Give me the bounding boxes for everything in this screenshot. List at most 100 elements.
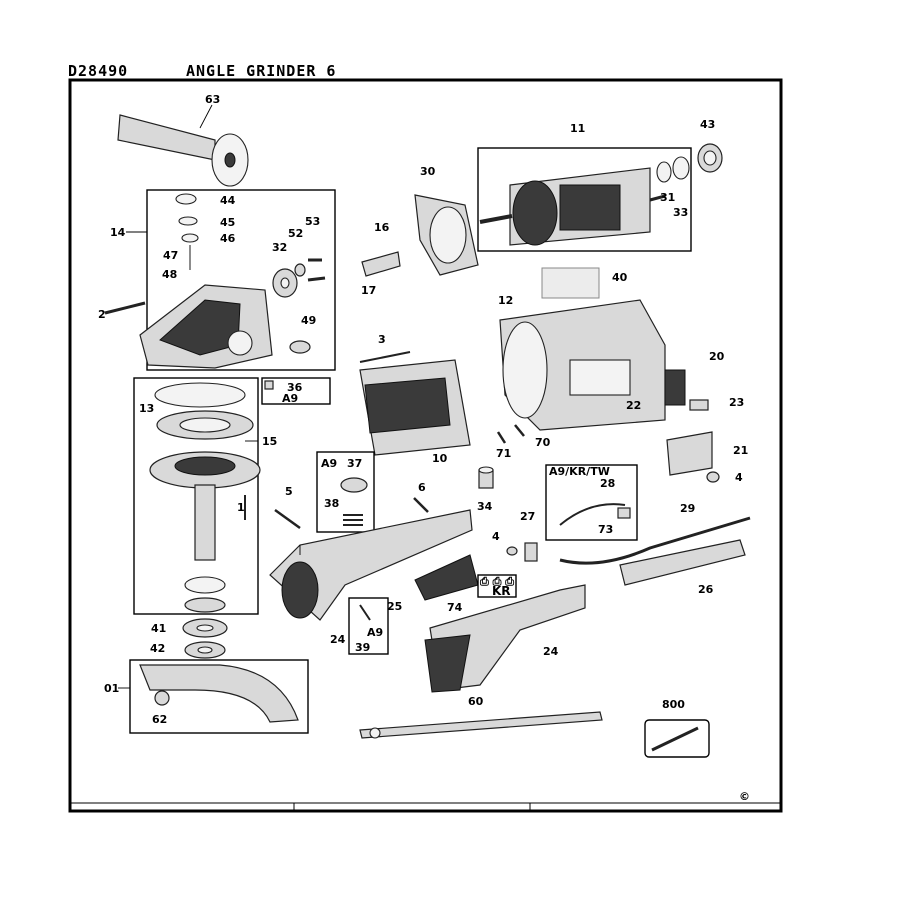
label-49: 49 bbox=[301, 314, 316, 327]
part-cord-protector-26 bbox=[619, 539, 746, 586]
label-2: 2 bbox=[98, 308, 106, 321]
part-fan-baffle bbox=[414, 194, 479, 276]
label-41: 41 bbox=[151, 622, 166, 635]
label-a9-kr-tw: A9/KR/TW bbox=[549, 465, 610, 478]
guard-box bbox=[129, 659, 309, 734]
label-36: 36 bbox=[287, 381, 303, 394]
gear-assembly-box bbox=[133, 377, 259, 615]
label-43: 43 bbox=[700, 118, 715, 131]
label-10: 10 bbox=[432, 452, 448, 465]
part-screw-6 bbox=[413, 497, 429, 513]
part-screw-4b bbox=[506, 546, 518, 556]
label-28: 28 bbox=[600, 477, 615, 490]
label-73: 73 bbox=[598, 523, 613, 536]
label-47: 47 bbox=[163, 249, 178, 262]
gear-case-box bbox=[146, 189, 336, 371]
part-cord-29 bbox=[559, 516, 751, 565]
part-5 bbox=[274, 508, 301, 530]
label-40: 40 bbox=[612, 271, 628, 284]
part-spanner-60 bbox=[359, 711, 603, 739]
label-25: 25 bbox=[387, 600, 402, 613]
part-cover-plate bbox=[666, 431, 713, 476]
option-box-37-38 bbox=[316, 451, 375, 533]
option-box-kr bbox=[477, 574, 517, 598]
label-42: 42 bbox=[150, 642, 165, 655]
part-71 bbox=[496, 431, 507, 444]
label-26: 26 bbox=[698, 583, 714, 596]
diagram-frame bbox=[68, 78, 783, 813]
option-box-cord bbox=[545, 464, 638, 541]
label-01: 01 bbox=[104, 682, 119, 695]
label-a9-39: A9 bbox=[367, 626, 383, 639]
label-60: 60 bbox=[468, 695, 484, 708]
part-gear-case bbox=[139, 193, 273, 369]
label-34: 34 bbox=[477, 500, 493, 513]
label-48: 48 bbox=[162, 268, 177, 281]
part-bushing-34 bbox=[478, 466, 494, 489]
label-45: 45 bbox=[220, 216, 235, 229]
label-6: 6 bbox=[418, 481, 426, 494]
label-62: 62 bbox=[152, 713, 167, 726]
label-11: 11 bbox=[570, 122, 585, 135]
label-4: 4 bbox=[735, 471, 743, 484]
part-stator bbox=[359, 351, 471, 456]
label-63: 63 bbox=[205, 93, 220, 106]
part-gear-assembly bbox=[149, 382, 261, 613]
label-kr: KR bbox=[492, 584, 511, 598]
part-70 bbox=[514, 424, 525, 437]
label-32: 32 bbox=[272, 241, 287, 254]
label-5: 5 bbox=[285, 485, 293, 498]
part-label-plate bbox=[541, 267, 600, 299]
label-53: 53 bbox=[305, 215, 320, 228]
part-16-17 bbox=[361, 251, 401, 277]
label-23: 23 bbox=[729, 396, 744, 409]
label-13: 13 bbox=[139, 402, 154, 415]
label-24a: 24 bbox=[330, 633, 346, 646]
part-washers-32-52-53 bbox=[272, 258, 326, 298]
part-motor-housing bbox=[499, 299, 666, 431]
label-30: 30 bbox=[420, 165, 436, 178]
part-switch bbox=[664, 369, 709, 411]
label-22: 22 bbox=[626, 399, 641, 412]
label-21: 21 bbox=[733, 444, 748, 457]
document-title: ANGLE GRINDER 6 bbox=[186, 62, 337, 80]
copyright-mark: © bbox=[739, 790, 750, 803]
label-14: 14 bbox=[110, 226, 126, 239]
option-box-39 bbox=[348, 597, 389, 655]
part-screw-2 bbox=[104, 301, 146, 315]
part-armature bbox=[479, 156, 690, 246]
label-52: 52 bbox=[288, 227, 303, 240]
label-a9-36: A9 bbox=[282, 392, 298, 405]
part-nut-42 bbox=[184, 641, 226, 659]
label-46: 46 bbox=[220, 232, 236, 245]
kit-box-800 bbox=[644, 719, 710, 758]
label-1: 1 bbox=[237, 501, 245, 514]
label-31: 31 bbox=[660, 191, 675, 204]
part-wheel-guard bbox=[139, 664, 299, 723]
label-4b: 4 bbox=[492, 530, 500, 543]
label-44: 44 bbox=[220, 194, 236, 207]
label-12: 12 bbox=[498, 294, 513, 307]
part-bearing-43 bbox=[697, 143, 723, 173]
label-20: 20 bbox=[709, 350, 725, 363]
part-screw-4 bbox=[706, 471, 720, 483]
part-lock-49 bbox=[289, 340, 311, 354]
part-brush-holder bbox=[414, 554, 479, 601]
model-number: D28490 bbox=[68, 62, 129, 80]
option-box-36 bbox=[261, 377, 331, 405]
label-800: 800 bbox=[662, 698, 685, 711]
label-27: 27 bbox=[520, 510, 535, 523]
part-handle-24 bbox=[424, 584, 586, 693]
part-main-handle-housing bbox=[269, 509, 473, 621]
label-a9-37: A9 bbox=[321, 457, 337, 470]
label-3: 3 bbox=[378, 333, 386, 346]
part-side-handle bbox=[117, 104, 249, 187]
label-symbols: ⎙ ⎙ ⎙ bbox=[479, 575, 514, 588]
label-71: 71 bbox=[496, 447, 511, 460]
part-flange-41 bbox=[182, 618, 228, 638]
label-70: 70 bbox=[535, 436, 551, 449]
label-74: 74 bbox=[447, 601, 463, 614]
label-17: 17 bbox=[361, 284, 376, 297]
label-15: 15 bbox=[262, 435, 277, 448]
